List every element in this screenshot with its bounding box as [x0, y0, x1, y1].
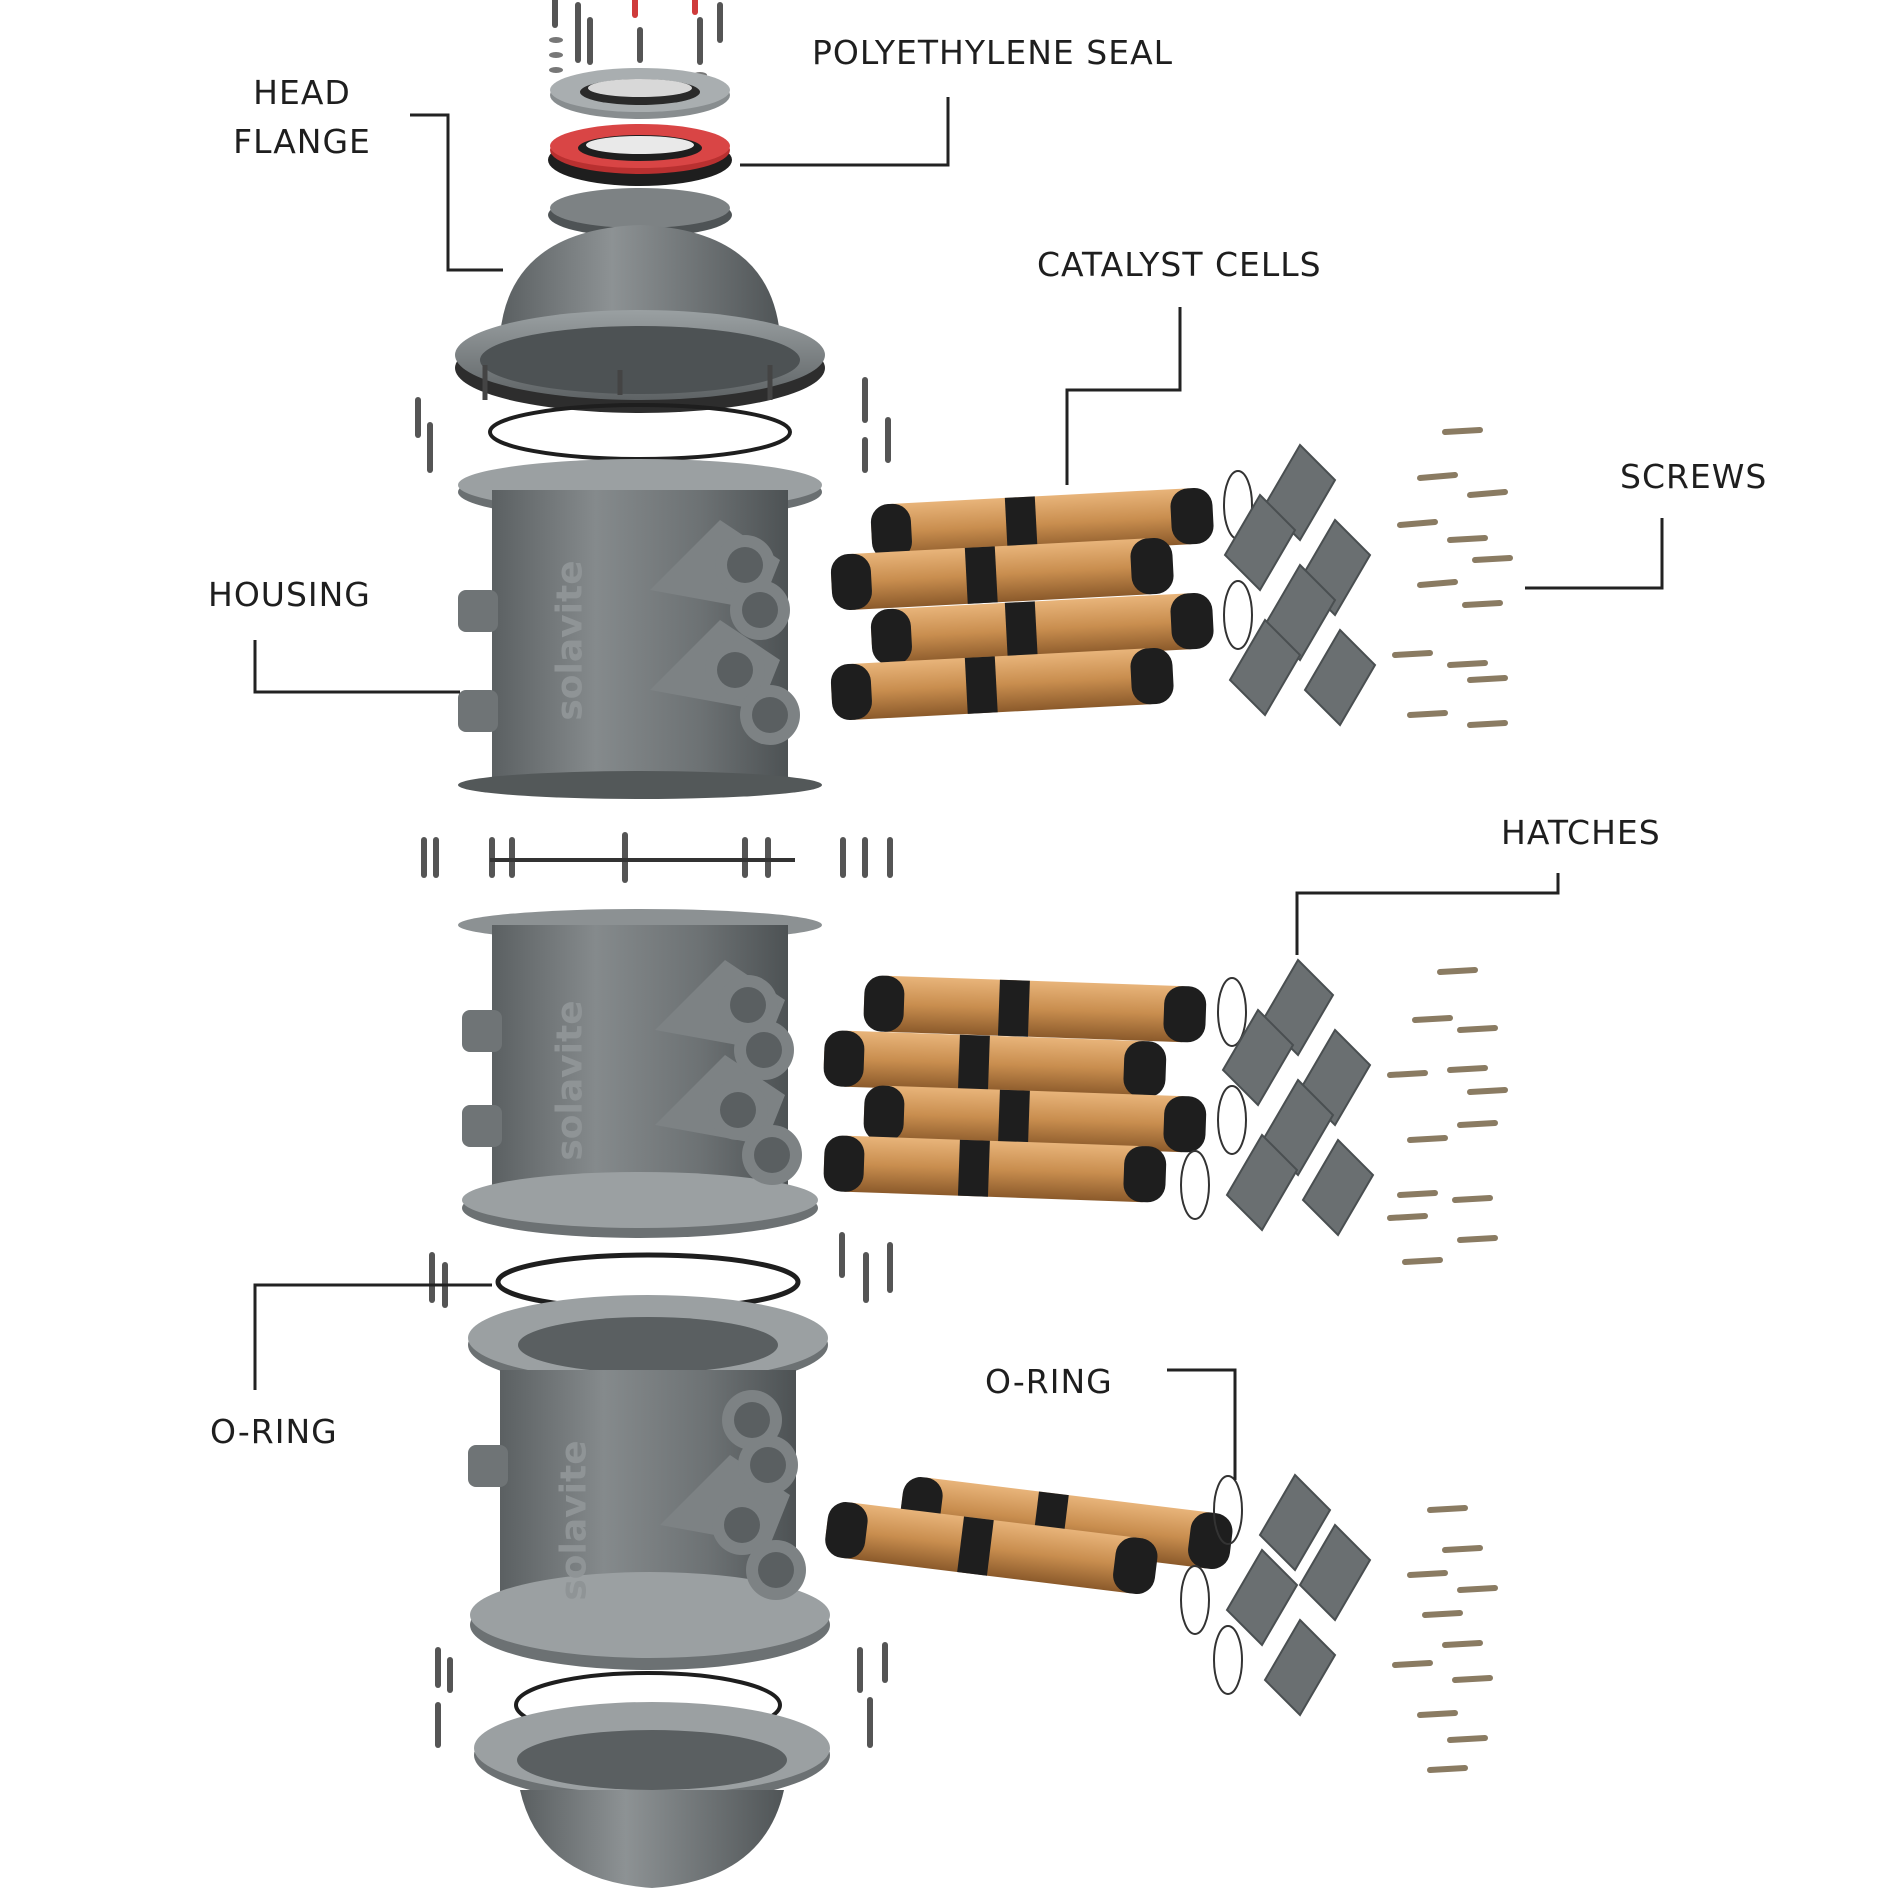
housing-section-1 [458, 459, 822, 799]
side-bolts-lower [429, 1232, 893, 1308]
label-head-flange-line2: FLANGE [233, 122, 371, 161]
catalyst-cells-3 [825, 1477, 1233, 1594]
label-polyethylene-seal: POLYETHYLENE SEAL [812, 33, 1174, 72]
screws-2 [1387, 967, 1508, 1265]
label-housing: HOUSING [208, 575, 371, 614]
mid-bolts [421, 832, 893, 883]
screws-3 [1392, 1505, 1498, 1773]
housing-logo-2: solavite [549, 1000, 591, 1161]
hatch-o-rings-3 [1180, 1475, 1243, 1695]
housing-logo-3: solavite [553, 1440, 595, 1601]
catalyst-cells-1 [830, 488, 1214, 721]
head-flange-assembly [455, 68, 825, 413]
label-head-flange-line1: HEAD [253, 73, 351, 112]
label-screws: SCREWS [1620, 457, 1768, 496]
housing-section-2 [458, 909, 822, 1238]
label-o-ring-left: O-RING [210, 1412, 338, 1451]
housing-logo-1: solavite [549, 560, 591, 721]
catalyst-cells-2 [823, 975, 1207, 1203]
hatch-o-rings-2 [1180, 977, 1247, 1220]
housing-section-3 [468, 1295, 830, 1670]
o-ring-upper [488, 403, 792, 461]
bottom-dome [474, 1702, 830, 1888]
side-bolts-upper [415, 377, 891, 473]
label-head-flange: HEAD FLANGE [228, 68, 376, 166]
hatches-1 [1223, 443, 1377, 727]
leader-lines [253, 97, 1664, 1480]
hatches-3 [1225, 1473, 1372, 1717]
label-hatches: HATCHES [1501, 813, 1661, 852]
bottom-bolts [435, 1642, 888, 1748]
top-bolts [552, 0, 723, 65]
label-catalyst-cells: CATALYST CELLS [1037, 245, 1322, 284]
label-o-ring-right: O-RING [985, 1362, 1113, 1401]
hatches-2 [1221, 958, 1375, 1237]
screws-1 [1392, 427, 1513, 728]
